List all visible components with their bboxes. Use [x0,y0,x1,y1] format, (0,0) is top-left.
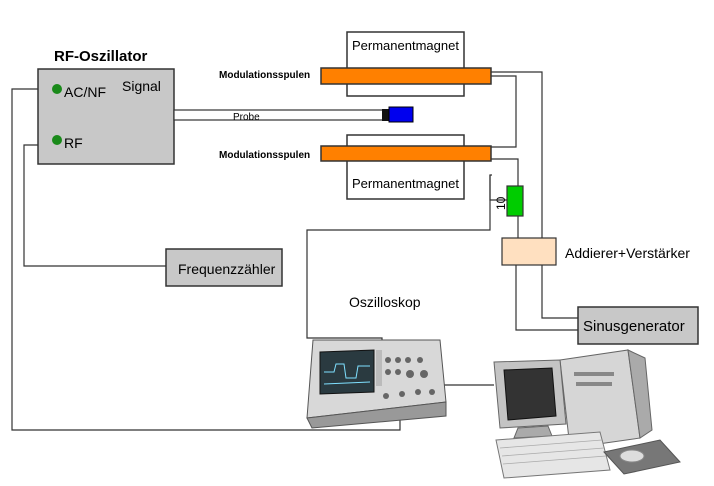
sine-generator-box [577,306,699,345]
wire-rf-to-counter [23,144,166,267]
wire-acnf-to-scope [11,88,401,431]
rf-port-led [52,135,62,145]
adder-amplifier [501,237,557,266]
probe-cable [173,109,385,121]
wire-coil-link [491,75,517,148]
resistor-label: 10 [494,196,508,210]
probe-label: Probe [233,112,260,123]
acnf-port-label: AC/NF [64,84,106,100]
wire-top-coil-to-adder [491,71,543,238]
modulation-coil-bottom-label: Modulationsspulen [219,150,310,161]
acnf-port-led [52,84,62,94]
permanent-magnet-bottom-label: Permanentmagnet [352,176,459,191]
permanent-magnet-top-label: Permanentmagnet [352,38,459,53]
computer-illustration [493,349,681,479]
resistor [506,185,524,217]
wire-adder-to-sinegen-a [541,265,578,319]
frequency-counter-box [165,248,283,287]
oscilloscope-label: Oszilloskop [349,294,421,310]
probe-tip [388,106,414,123]
rf-oscillator-box [37,68,175,165]
wire-bottom-coil-to-resistor [491,158,519,186]
probe-holder [382,109,389,121]
oscillator-title: RF-Oszillator [54,48,148,65]
modulation-coil-bottom [320,145,492,162]
permanent-magnet-top [346,31,465,97]
adder-label: Addierer+Verstärker [565,245,690,261]
modulation-coil-top [320,67,492,85]
frequency-counter-label: Frequenzzähler [178,261,276,277]
wire-adder-to-sinegen-b [515,265,578,331]
wire-resistor-scope-lead [306,175,491,343]
rf-port-label: RF [64,135,83,151]
wire-resistor-to-scope [489,174,507,201]
wiring [11,71,578,431]
signal-label: Signal [122,78,161,94]
oscilloscope-illustration [306,339,447,429]
modulation-coil-top-label: Modulationsspulen [219,70,310,81]
sine-generator-label: Sinusgenerator [583,318,685,335]
